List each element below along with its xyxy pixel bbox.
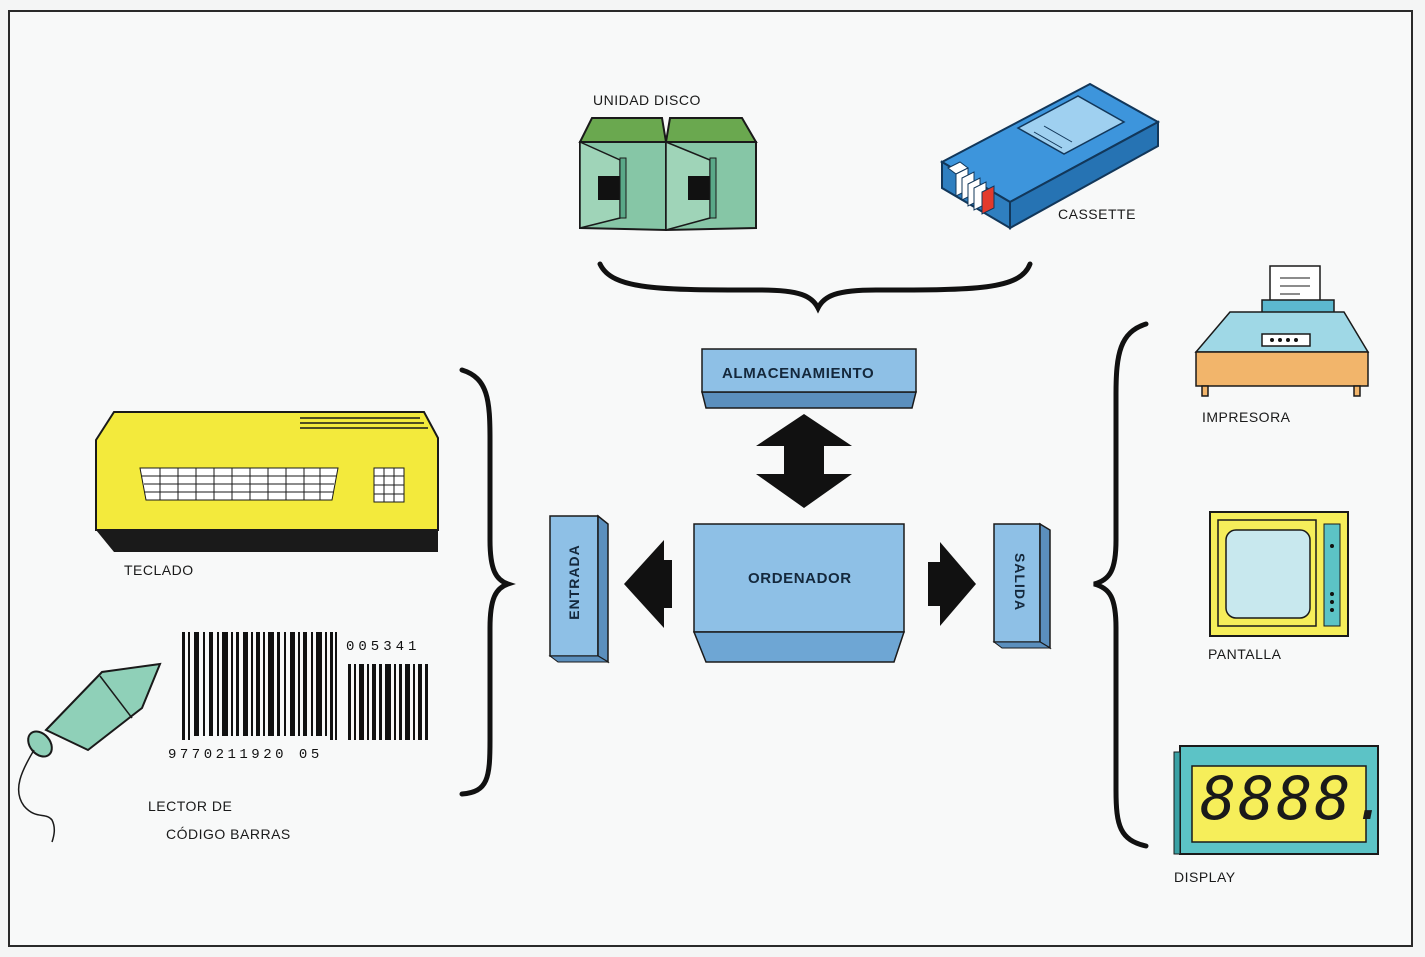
display-label: DISPLAY [1174,869,1236,885]
storage-computer-arrow [756,414,852,508]
screen-label: PANTALLA [1208,646,1282,662]
computer-input-arrow [624,540,664,628]
input-block [548,514,610,664]
barcode-top-number: 005341 [346,639,421,655]
computer-block [692,523,906,663]
cassette-icon [939,82,1161,230]
barcode-bottom-number: 9770211920 05 [168,747,323,763]
barcode-reader-label-line2: CÓDIGO BARRAS [166,826,291,842]
keyboard-label: TECLADO [124,562,194,578]
output-brace [1093,321,1149,849]
top-brace [597,261,1033,314]
output-label: SALIDA [1012,552,1028,612]
printer-icon [1194,265,1370,397]
storage-block [701,348,917,409]
printer-label: IMPRESORA [1202,409,1291,425]
disk-unit-label: UNIDAD DISCO [593,92,701,108]
barcode-reader-label-line1: LECTOR DE [148,798,233,814]
monitor-icon [1209,511,1349,637]
input-label: ENTRADA [566,544,582,620]
lcd-display-icon [1173,745,1379,855]
output-block [992,522,1052,650]
keyboard-icon [95,411,439,552]
computer-output-arrow [940,542,976,626]
disk-unit-icon [578,117,758,232]
input-brace [459,367,516,797]
cassette-label: CASSETTE [1058,206,1136,222]
computer-label: ORDENADOR [748,570,852,587]
storage-label: ALMACENAMIENTO [722,365,875,382]
barcode-bars [182,632,428,740]
display-readout: 8888. [1200,764,1391,834]
barcode-pen-icon [17,662,162,843]
